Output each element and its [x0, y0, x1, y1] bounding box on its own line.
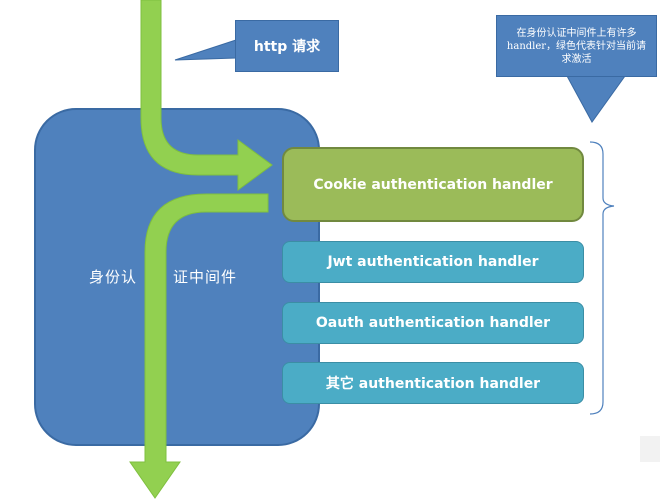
- page-corner-mark: [640, 436, 660, 462]
- handler-other: 其它 authentication handler: [282, 362, 584, 404]
- middleware-label-right: 证中间件: [173, 268, 238, 286]
- handlers-note-text: 在身份认证中间件上有许多handler，绿色代表针对当前请求激活: [506, 27, 647, 65]
- http-request-callout: http 请求: [235, 20, 339, 72]
- handlers-note-callout: 在身份认证中间件上有许多handler，绿色代表针对当前请求激活: [496, 15, 657, 77]
- handler-label: 其它 authentication handler: [325, 376, 541, 392]
- incoming-request-arrow: [140, 0, 273, 191]
- http-request-label: http 请求: [253, 39, 321, 55]
- handler-oauth: Oauth authentication handler: [282, 302, 584, 344]
- handler-label: Cookie authentication handler: [313, 176, 553, 193]
- handlers-bracket: [589, 141, 615, 415]
- middleware-label-left: 身份认: [89, 268, 138, 286]
- note-callout-tail: [566, 75, 626, 123]
- handler-label: Jwt authentication handler: [327, 254, 539, 270]
- http-callout-tail: [174, 39, 237, 61]
- handler-label: Oauth authentication handler: [315, 315, 551, 331]
- outgoing-request-arrow: [129, 193, 269, 499]
- handler-jwt: Jwt authentication handler: [282, 241, 584, 283]
- handler-cookie: Cookie authentication handler: [282, 147, 584, 222]
